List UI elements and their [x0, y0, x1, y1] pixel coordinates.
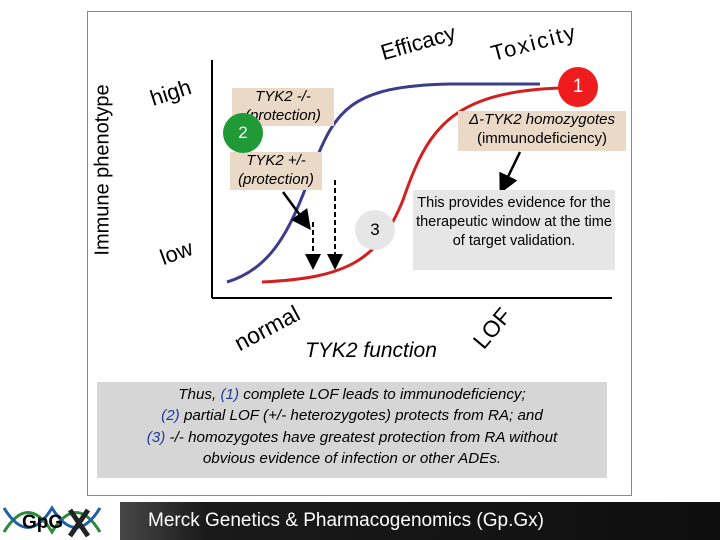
summary-line-1: Thus, (1) complete LOF leads to immunode… — [97, 384, 607, 405]
footer-band — [115, 502, 720, 540]
toxicity-curve — [261, 86, 568, 284]
delta-box: Δ-TYK2 homozygotes (immunodeficiency) — [458, 111, 626, 151]
marker-1: 1 — [558, 67, 598, 107]
summary-line-1-text: complete LOF leads to immunodeficiency; — [239, 386, 526, 403]
summary-line-3: (3) -/- homozygotes have greatest protec… — [97, 427, 607, 448]
delta-line2: (immunodeficiency) — [476, 129, 608, 147]
summary-num-2: (2) — [161, 407, 180, 425]
summary-line-4: obvious evidence of infection or other A… — [202, 449, 502, 467]
summary-box: Thus, (1) complete LOF leads to immunode… — [97, 382, 607, 478]
tyk-het-line1: TYK2 +/- — [246, 152, 306, 169]
arrow-heterozygote — [281, 191, 311, 231]
summary-line-3-text: -/- homozygotes have greatest protection… — [165, 428, 558, 446]
tyk-knockout-line2: (protection) — [245, 106, 321, 124]
footer: Merck Genetics & Pharmacogenomics (Gp.Gx… — [0, 502, 720, 540]
summary-line-2: (2) partial LOF (+/- heterozygotes) prot… — [97, 405, 607, 426]
figure-frame — [87, 11, 632, 496]
marker-2: 2 — [223, 113, 263, 153]
footer-text: Merck Genetics & Pharmacogenomics (Gp.Gx… — [148, 510, 544, 531]
summary-line-2-text: partial LOF (+/- heterozygotes) protects… — [179, 407, 543, 425]
delta-line1: Δ-TYK2 homozygotes — [469, 111, 615, 128]
logo-text: GpG — [22, 512, 63, 533]
tyk-het-box: TYK2 +/- (protection) — [230, 152, 322, 190]
tyk-het-line2: (protection) — [238, 170, 314, 188]
summary-line-1-prefix: Thus, — [178, 386, 221, 403]
summary-num-3: (3) — [146, 428, 166, 446]
tyk-knockout-box: TYK2 -/- (protection) — [232, 88, 334, 126]
arrow-delta — [499, 151, 522, 194]
marker-3: 3 — [355, 210, 395, 250]
gpgx-logo: GpG — [0, 502, 120, 540]
x-axis-label: TYK2 function — [305, 339, 437, 362]
evidence-box: This provides evidence for the therapeut… — [413, 190, 615, 270]
tyk-knockout-line1: TYK2 -/- — [255, 88, 311, 105]
summary-num-1: (1) — [220, 386, 240, 403]
